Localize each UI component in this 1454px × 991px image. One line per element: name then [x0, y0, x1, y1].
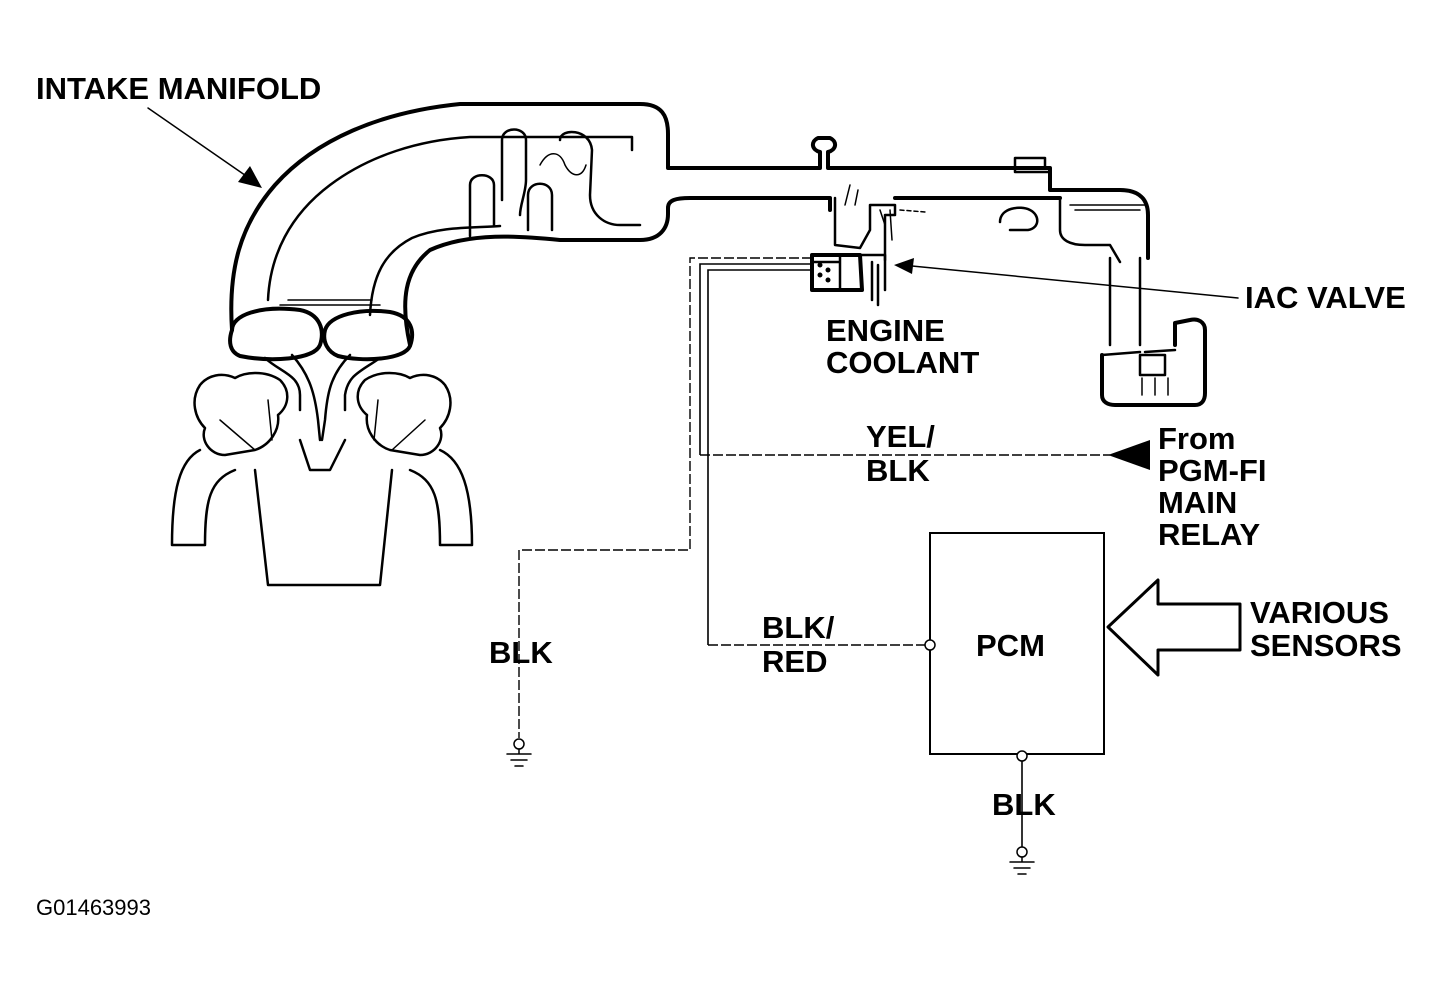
figure-id: G01463993 — [36, 895, 151, 920]
label-blk-ground-left: BLK — [489, 635, 553, 670]
label-blk-yel: BLK — [866, 453, 930, 488]
label-intake-manifold: INTAKE MANIFOLD — [36, 71, 321, 106]
label-iac-valve: IAC VALVE — [1245, 280, 1406, 315]
relay-input-arrowhead — [1108, 440, 1150, 470]
label-blk-ground-pcm: BLK — [992, 787, 1056, 822]
label-engine: ENGINE — [826, 313, 945, 348]
label-blk-red-line2: RED — [762, 644, 827, 679]
pcm-terminal-input — [924, 639, 936, 651]
iac-valve-arrowhead — [894, 258, 914, 274]
various-sensors-arrow — [1106, 578, 1242, 677]
pcm-box — [929, 532, 1105, 755]
label-sensors: SENSORS — [1250, 628, 1402, 663]
intake-manifold-drawing — [170, 102, 802, 587]
label-various: VARIOUS — [1250, 595, 1389, 630]
ground-symbol-pcm — [1009, 846, 1035, 875]
label-relay: RELAY — [1158, 517, 1261, 552]
pcm-terminal-ground — [1016, 750, 1028, 762]
intake-manifold-arrowhead — [238, 166, 262, 188]
label-pgm-fi: PGM-FI — [1158, 453, 1267, 488]
label-from: From — [1158, 421, 1236, 456]
ground-symbol-left — [506, 738, 532, 767]
label-blk-red-line1: BLK/ — [762, 610, 835, 645]
intake-manifold-pointer — [147, 107, 253, 181]
label-pcm: PCM — [976, 628, 1045, 663]
label-main: MAIN — [1158, 485, 1237, 520]
wiring — [518, 257, 1110, 850]
label-coolant: COOLANT — [826, 345, 979, 380]
label-yel: YEL/ — [866, 419, 935, 454]
iac-valve-drawing — [798, 136, 1207, 407]
iac-valve-pointer — [911, 265, 1239, 299]
